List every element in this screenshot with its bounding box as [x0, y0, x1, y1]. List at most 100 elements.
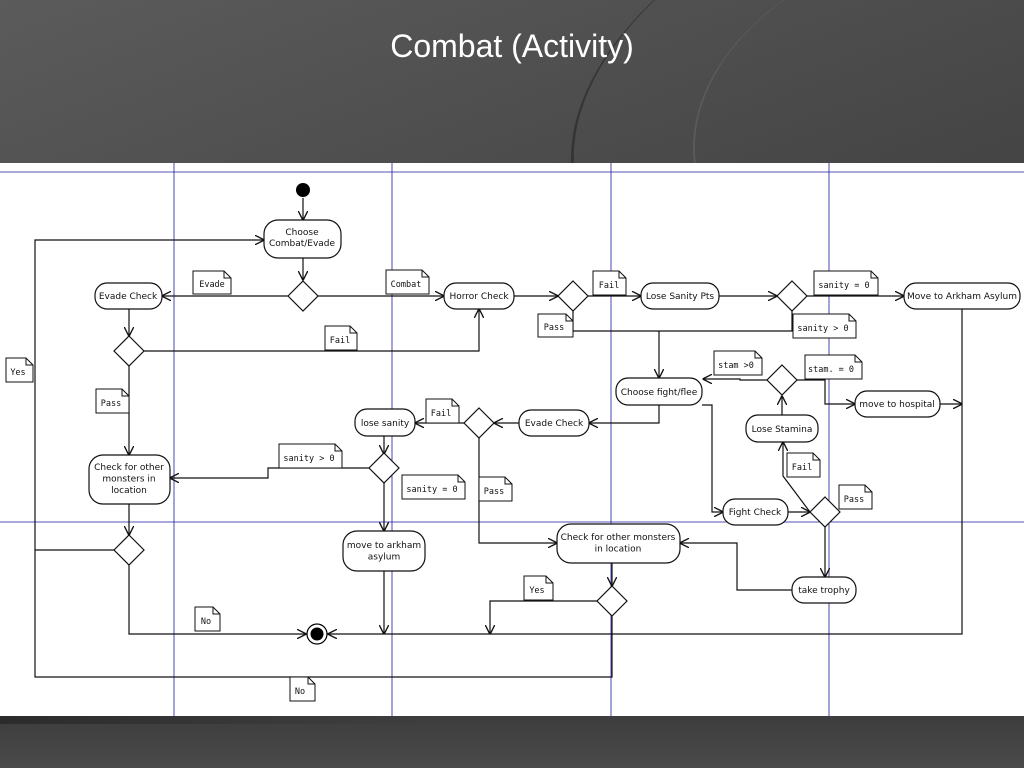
- svg-text:sanity = 0: sanity = 0: [406, 485, 457, 495]
- decision-node: [596, 585, 628, 617]
- note-shape: [786, 452, 821, 478]
- svg-text:Choose fight/flee: Choose fight/flee: [621, 388, 698, 398]
- node-move-to-hospital: move to hospital: [854, 390, 941, 418]
- svg-text:Horror Check: Horror Check: [449, 292, 509, 302]
- guard-note: Fail: [786, 452, 821, 478]
- svg-text:Yes: Yes: [10, 368, 25, 378]
- svg-text:Combat: Combat: [391, 280, 422, 290]
- svg-text:sanity > 0: sanity > 0: [283, 454, 334, 464]
- decision-node: [463, 407, 495, 439]
- node-label-line: Check for other: [94, 463, 164, 473]
- guard-note: Evade: [192, 270, 232, 295]
- svg-text:Yes: Yes: [529, 586, 544, 596]
- svg-text:take trophy: take trophy: [798, 586, 850, 596]
- guard-note: Yes: [523, 575, 554, 601]
- decision-node: [113, 335, 145, 367]
- svg-text:lose sanity: lose sanity: [361, 419, 410, 429]
- guard-note: sanity > 0: [278, 443, 343, 469]
- svg-text:Fail: Fail: [792, 463, 812, 473]
- edges: [34, 198, 963, 678]
- decision-node: [113, 534, 145, 566]
- svg-text:Pass: Pass: [844, 495, 864, 505]
- note-shape: [792, 313, 857, 339]
- node-lose-sanity-pts: Lose Sanity Pts: [640, 282, 720, 310]
- svg-text:Pass: Pass: [544, 323, 564, 333]
- note-shape: [194, 606, 221, 632]
- final-node: [306, 623, 328, 645]
- node-label-line: Choose: [285, 228, 319, 238]
- decision-node: [368, 452, 400, 484]
- decision-node: [287, 280, 319, 312]
- note-shape: [813, 270, 879, 296]
- note-shape: [592, 270, 627, 296]
- decision-node: [766, 364, 798, 396]
- slide-footer-band: [0, 716, 1024, 768]
- svg-text:No: No: [201, 617, 211, 627]
- node-take-trophy: take trophy: [791, 576, 857, 604]
- guard-note: Yes: [5, 357, 34, 383]
- guard-note: Fail: [592, 270, 627, 296]
- decision-node: [776, 280, 808, 312]
- svg-text:No: No: [295, 687, 305, 697]
- svg-text:Evade: Evade: [199, 280, 225, 290]
- svg-text:Pass: Pass: [484, 487, 504, 497]
- guard-note: Pass: [838, 484, 873, 510]
- guard-note: Pass: [537, 313, 574, 338]
- node-move-to-arkham-asylum-2: move to arkham asylum: [342, 530, 426, 572]
- node-check-other-monsters-2: Check for other monsters in location: [556, 523, 681, 564]
- note-shape: [289, 676, 316, 702]
- node-label-line: in location: [595, 545, 642, 555]
- guard-note: Fail: [324, 325, 358, 351]
- svg-text:Lose Sanity Pts: Lose Sanity Pts: [646, 292, 715, 302]
- note-shape: [804, 354, 863, 380]
- node-label-line: location: [111, 486, 147, 496]
- node-choose-fight-flee: Choose fight/flee: [615, 377, 703, 406]
- svg-text:Fail: Fail: [330, 336, 350, 346]
- guard-note: Combat: [385, 269, 430, 295]
- note-shape: [5, 357, 34, 383]
- guard-note: sanity = 0: [813, 270, 879, 296]
- note-shape: [401, 474, 466, 500]
- note-shape: [478, 476, 513, 502]
- svg-text:Evade Check: Evade Check: [525, 419, 584, 429]
- note-shape: [192, 270, 232, 295]
- slide-footer-accent: [0, 716, 470, 724]
- node-move-to-arkham-asylum-1: Move to Arkham Asylum: [903, 282, 1021, 310]
- guard-note: sanity = 0: [401, 474, 466, 500]
- node-label-line: monsters in: [102, 475, 155, 485]
- guard-note: stam >0: [713, 350, 763, 376]
- node-lose-sanity: lose sanity: [354, 408, 416, 437]
- node-label-line: Check for other monsters: [561, 533, 676, 543]
- svg-text:Fail: Fail: [599, 281, 619, 291]
- node-label-line: move to arkham: [347, 541, 421, 551]
- svg-text:Lose Stamina: Lose Stamina: [752, 425, 813, 435]
- svg-text:Fight Check: Fight Check: [729, 508, 782, 518]
- node-label-line: Combat/Evade: [269, 239, 336, 249]
- node-fight-check: Fight Check: [722, 498, 789, 526]
- svg-text:Fail: Fail: [431, 409, 451, 419]
- node-evade-check-2: Evade Check: [518, 409, 590, 437]
- guard-note: Fail: [425, 398, 460, 424]
- slide-title: Combat (Activity): [390, 28, 634, 64]
- decision-node: [557, 280, 589, 312]
- note-shape: [838, 484, 873, 510]
- node-label-line: asylum: [368, 553, 401, 563]
- svg-text:Move to Arkham Asylum: Move to Arkham Asylum: [907, 292, 1017, 302]
- guard-note: stam. = 0: [804, 354, 863, 380]
- guard-note: No: [289, 676, 316, 702]
- note-shape: [537, 313, 574, 338]
- svg-text:move to hospital: move to hospital: [859, 400, 935, 410]
- note-shape: [385, 269, 430, 295]
- guard-note: Pass: [478, 476, 513, 502]
- note-shape: [324, 325, 358, 351]
- page-grid: [0, 163, 1024, 716]
- note-shape: [95, 388, 130, 414]
- svg-text:sanity = 0: sanity = 0: [818, 281, 869, 291]
